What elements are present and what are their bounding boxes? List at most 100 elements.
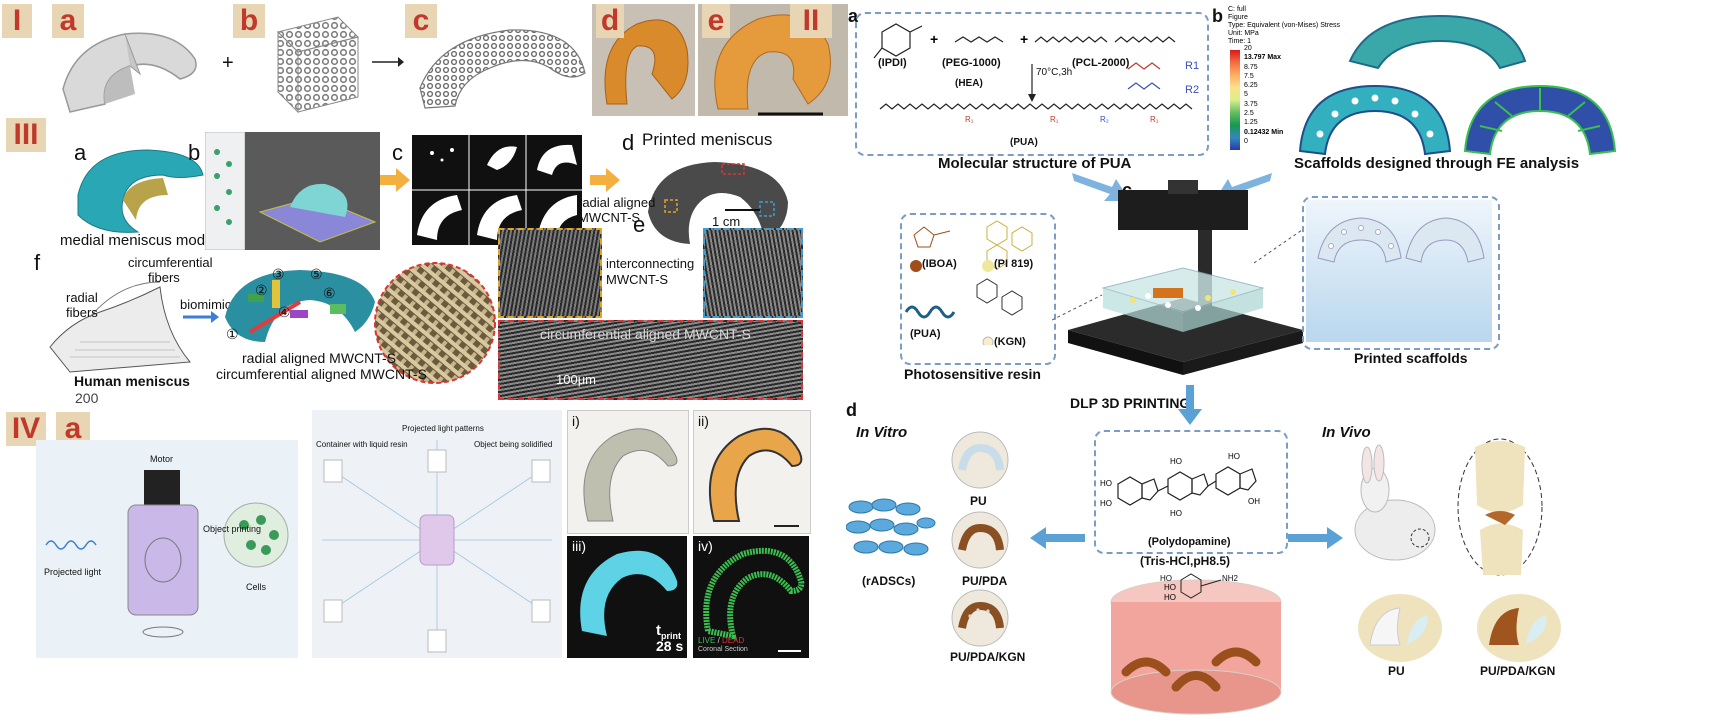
svg-text:HO: HO (1228, 452, 1240, 461)
molecular-structure-title: Molecular structure of PUA (938, 155, 1132, 172)
panel-II-tag-a: a (848, 6, 859, 26)
fluorescence-iii (567, 536, 687, 658)
panel-I-tag-a: a (52, 4, 84, 38)
panel-tag-III: III (6, 118, 46, 152)
fe-ticks: 20 13.797 Max 8.75 7.5 6.25 5 3.75 2.5 1… (1244, 44, 1283, 146)
dish-pu-pda-label: PU/PDA (962, 574, 1008, 588)
interconnect-label-2: MWCNT-S (606, 272, 669, 287)
radial-mwcnt-label: radial aligned MWCNT-S (242, 350, 397, 366)
rads-cells (846, 498, 936, 556)
printed-scaffolds-photo (1306, 200, 1492, 342)
circumferential-mwcnt-label-2: circumferential aligned MWCNT-S (216, 366, 427, 382)
radial-aligned-label-1: radial aligned (578, 195, 656, 210)
fe-tick-0: 20 (1244, 45, 1252, 52)
zone-3: ③ (272, 266, 285, 282)
printed-meniscus-label: Printed meniscus (642, 130, 773, 149)
sem-interconnect-image (703, 228, 803, 318)
tris-label: (Tris-HCl,pH8.5) (1140, 554, 1231, 568)
fe-scaffold-models (1298, 14, 1617, 156)
circumferential-fibers-label-2: fibers (148, 270, 180, 285)
resin-iboa: (IBOA) (922, 258, 957, 270)
fiber-zoom-circle (374, 262, 496, 384)
panel-III-tag-c: c (392, 140, 403, 165)
reactant-peg: (PEG-1000) (942, 57, 1001, 69)
fe-tick-4: 6.25 (1244, 82, 1258, 90)
reactant-pcl: (PCL-2000) (1072, 57, 1130, 69)
fe-header-3: Unit: MPa (1228, 30, 1259, 37)
rabbit-knee-illustration (1354, 438, 1543, 576)
orange-arrow-1 (380, 168, 410, 192)
in-vivo-label: In Vivo (1322, 424, 1371, 441)
dish-pu-pda-kgn-label: PU/PDA/KGN (950, 650, 1026, 664)
fe-legend-header: C: full Figure Type: Equivalent (von-Mis… (1228, 6, 1340, 46)
radial-fibers-label-1: radial (66, 290, 98, 305)
fe-tick-10: 0 (1244, 137, 1248, 145)
lattice-cube (277, 16, 359, 114)
right-arrow (372, 57, 404, 67)
fe-tick-8: 1.25 (1244, 119, 1258, 127)
t-print-sub: print (661, 631, 681, 641)
dlp-down-arrow (1178, 385, 1202, 425)
reactant-hea: (HEA) (955, 78, 983, 89)
slicing-software-screen (205, 132, 380, 250)
sub-ii: ii) (698, 413, 709, 429)
meniscus-3d-model (62, 32, 197, 113)
panel-III-tag-d: d (622, 130, 635, 155)
r1-label: R1 (1185, 60, 1200, 72)
fe-tick-6: 3.75 (1244, 100, 1258, 108)
t-print-t: t (656, 622, 661, 639)
biomimic-label: biomimic (180, 297, 232, 312)
zone-6: ⑥ (323, 285, 336, 301)
svg-text:+: + (1020, 31, 1028, 47)
live-dead-label: LIVE / DEAD (698, 636, 744, 645)
svg-text:R₁: R₁ (965, 115, 974, 124)
zone-2: ② (255, 282, 268, 298)
fe-header-0: C: full (1228, 6, 1246, 13)
svg-text:HO: HO (1164, 583, 1176, 592)
printed-scaffold-photo-e (698, 4, 848, 116)
render-ii (693, 410, 811, 534)
object-solidified-label: Object being solidified (474, 440, 553, 449)
dish-pu-pda (951, 511, 1009, 569)
polydopamine-label: (Polydopamine) (1148, 536, 1231, 548)
fe-header-1: Figure (1228, 14, 1248, 21)
dead-text: DEAD (722, 636, 745, 645)
fluorescence-iv (693, 536, 809, 658)
panel-III-tag-f: f (34, 250, 41, 275)
svg-text:R₁: R₁ (1150, 115, 1159, 124)
zone-4: ④ (278, 304, 291, 320)
r2-label: R2 (1185, 84, 1200, 96)
sem-radial-image (498, 228, 602, 318)
medial-meniscus-label: medial meniscus model (60, 232, 217, 249)
coronal-section-label: Coronal Section (698, 646, 748, 653)
svg-text:HO: HO (1100, 499, 1112, 508)
vivo-kgn-label: PU/PDA/KGN (1480, 664, 1556, 678)
svg-text:+: + (930, 31, 938, 47)
biomimic-arrow (183, 311, 219, 323)
panel-tag-I: I (2, 4, 32, 38)
fe-header-2: Type: Equivalent (von-Mises) Stress (1228, 22, 1341, 29)
dlp-printing-label: DLP 3D PRINTING (1070, 395, 1191, 411)
orange-arrow-2 (590, 168, 620, 192)
stray-text: 200 (75, 390, 99, 406)
sub-iii: iii) (572, 538, 586, 554)
multi-projection-illustration (312, 410, 562, 658)
fe-tick-5: 5 (1244, 91, 1248, 99)
panel-I-tag-d: d (596, 4, 624, 38)
sem-circumferential-image (498, 320, 803, 400)
panel-III-tag-b: b (188, 140, 201, 165)
projected-light-label: Projected light (44, 567, 102, 577)
nh2-label: NH2 (1222, 574, 1239, 583)
resin-pi819: (PI 819) (994, 258, 1034, 270)
molecular-structure-box (855, 12, 1209, 156)
fe-tick-1: 13.797 Max (1244, 54, 1281, 62)
photosensitive-resin-box (900, 213, 1056, 365)
plus-sign: + (222, 52, 234, 74)
vivo-pu-label: PU (1388, 664, 1405, 678)
dish-pu-label: PU (970, 494, 987, 508)
svg-text:HO: HO (1164, 593, 1176, 602)
arrow-to-invivo (1288, 527, 1343, 549)
live-text: LIVE (698, 636, 716, 645)
